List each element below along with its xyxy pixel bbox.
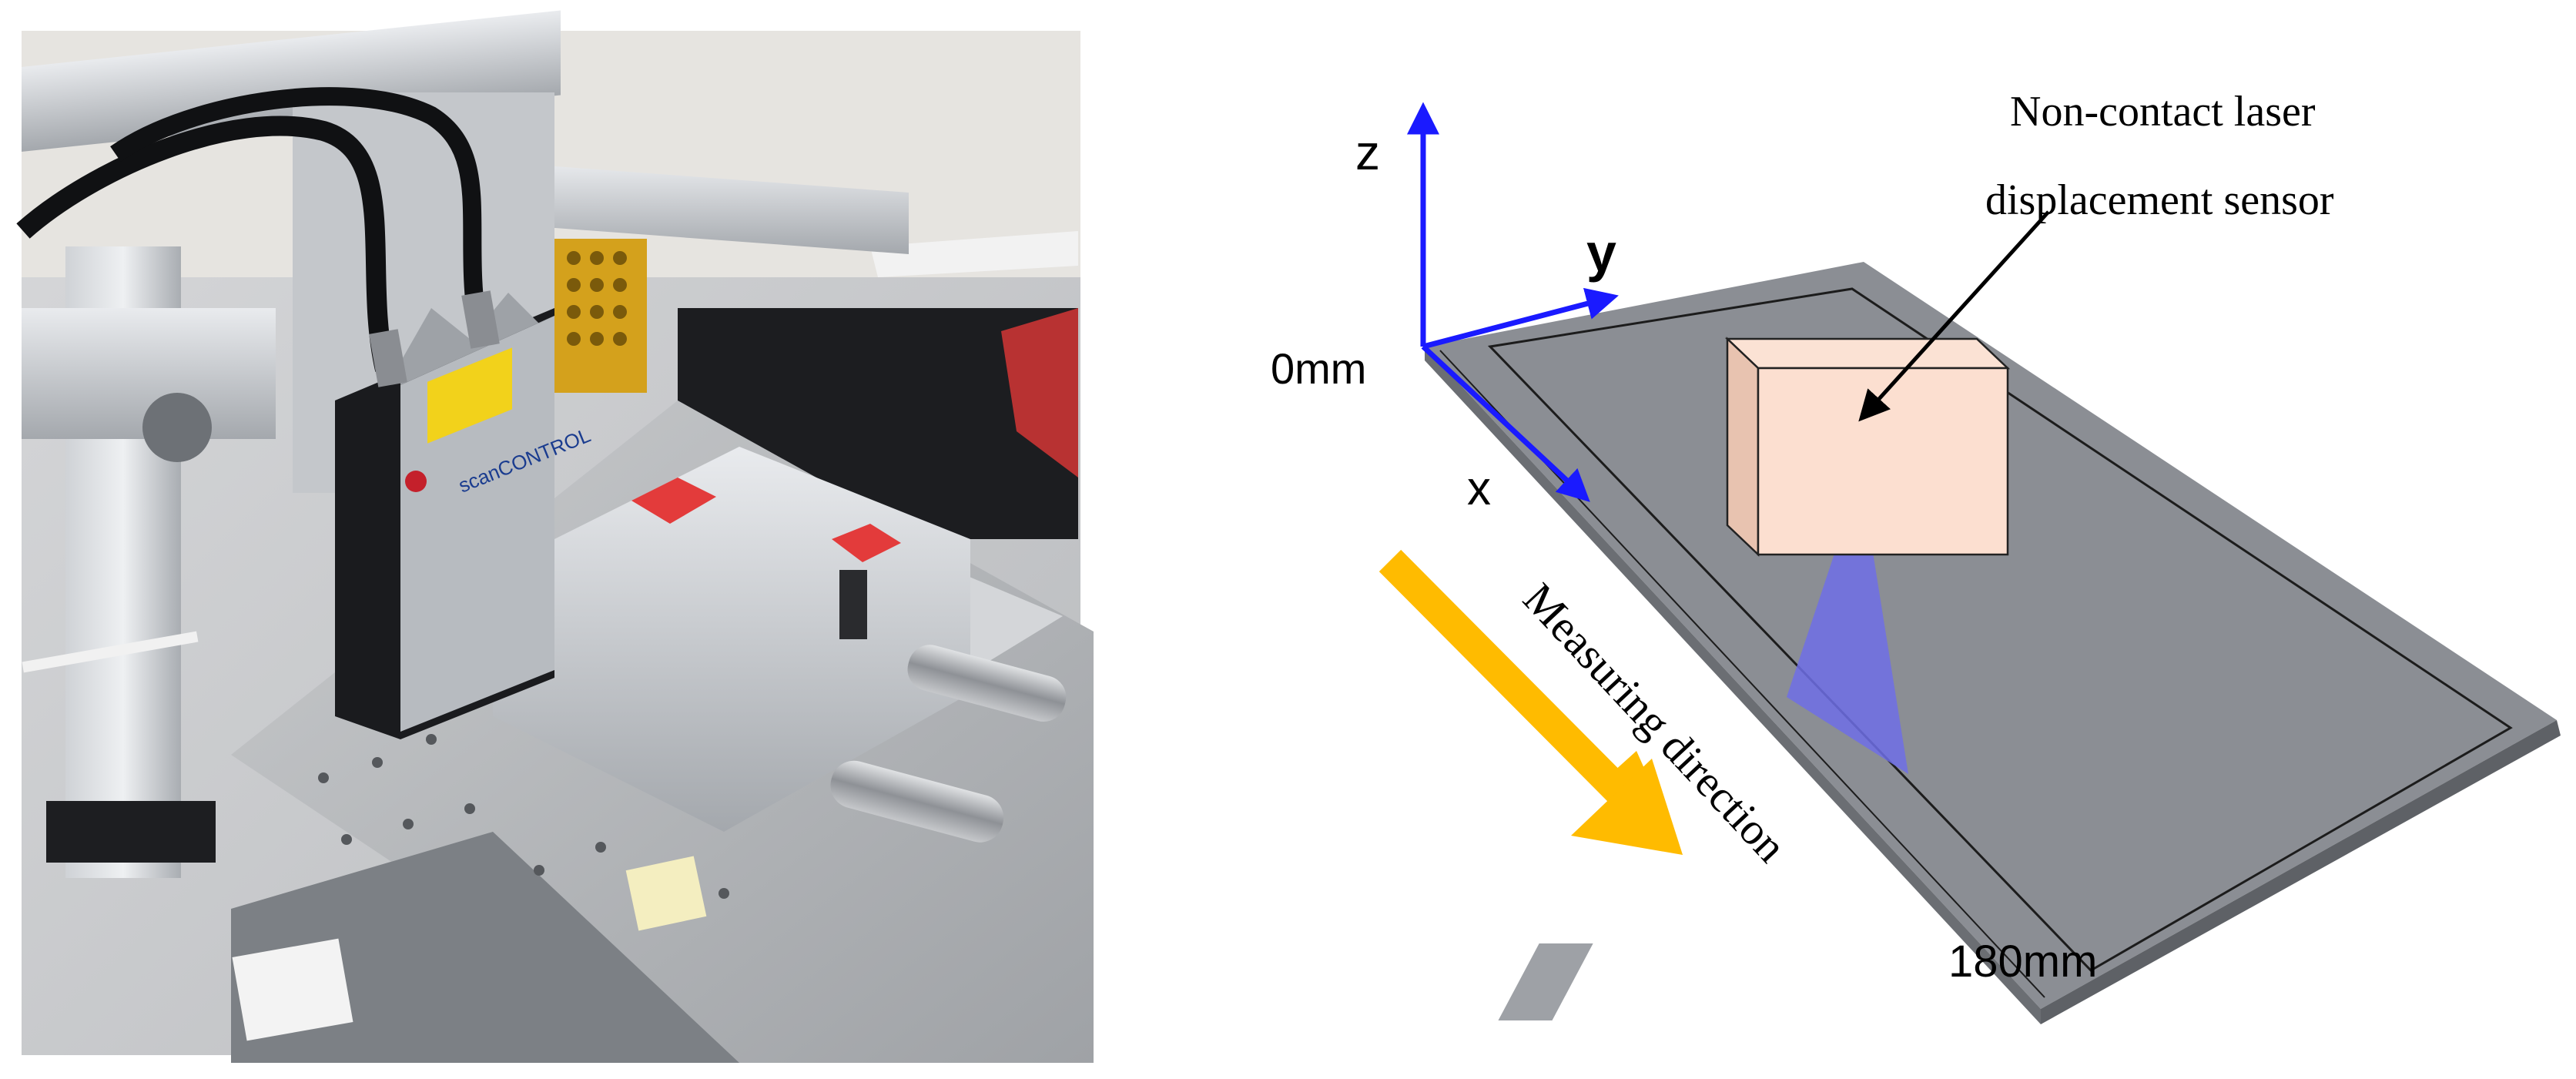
red-tape-2	[832, 524, 901, 562]
coordinate-axes	[1407, 102, 1619, 502]
frame-beam-top	[22, 10, 561, 152]
setup-photo: scanCONTROL	[16, 10, 1094, 1063]
plate-front-edge	[1425, 347, 2041, 1024]
sensor-box-side	[1726, 337, 1760, 557]
plate-top-surface	[1425, 262, 2557, 1009]
sensor-pointer-arrow	[1858, 210, 2050, 422]
cable-connector-1	[369, 329, 407, 387]
sensor-cable-2	[110, 87, 487, 325]
sensor-label-line-2: displacement sensor	[1985, 176, 2334, 224]
x-axis-label: x	[1467, 462, 1491, 515]
sensor-box	[1724, 337, 2011, 557]
actuator-rod-top	[907, 645, 1067, 722]
plate-right-edge	[2041, 720, 2561, 1024]
red-tape	[631, 478, 716, 524]
sensor-box-top	[1724, 337, 2011, 370]
panel-holes	[567, 251, 627, 346]
y-axis-label: y	[1586, 223, 1616, 283]
measured-plate	[1425, 262, 2561, 1024]
measuring-direction-arrow	[1378, 549, 1683, 855]
profile-slot	[142, 393, 212, 462]
sensor-label-line-1: Non-contact laser	[2010, 88, 2316, 136]
cable-tie	[22, 631, 199, 673]
y-axis	[1422, 287, 1619, 350]
laser-beam	[1787, 543, 1908, 774]
brand-logo-icon	[405, 471, 427, 492]
actuator-rod-bottom	[830, 760, 1004, 843]
label-sticker	[232, 938, 353, 1041]
z-axis-label: z	[1355, 125, 1380, 180]
origin-label: 0mm	[1271, 344, 1366, 393]
cable-connector-2	[461, 290, 500, 349]
warning-label	[427, 347, 512, 444]
end-label: 180mm	[1948, 937, 2097, 987]
column-base	[46, 801, 216, 863]
pneumatic-fitting	[839, 570, 867, 639]
table-tray	[231, 832, 739, 1063]
sensor-cable-1	[16, 116, 395, 372]
x-axis	[1421, 344, 1590, 502]
plate-end-strip	[1498, 943, 1593, 1020]
note-paper	[625, 856, 707, 931]
background-rod	[870, 231, 1078, 277]
red-box	[1001, 308, 1078, 478]
frame-beam-right	[493, 162, 909, 254]
